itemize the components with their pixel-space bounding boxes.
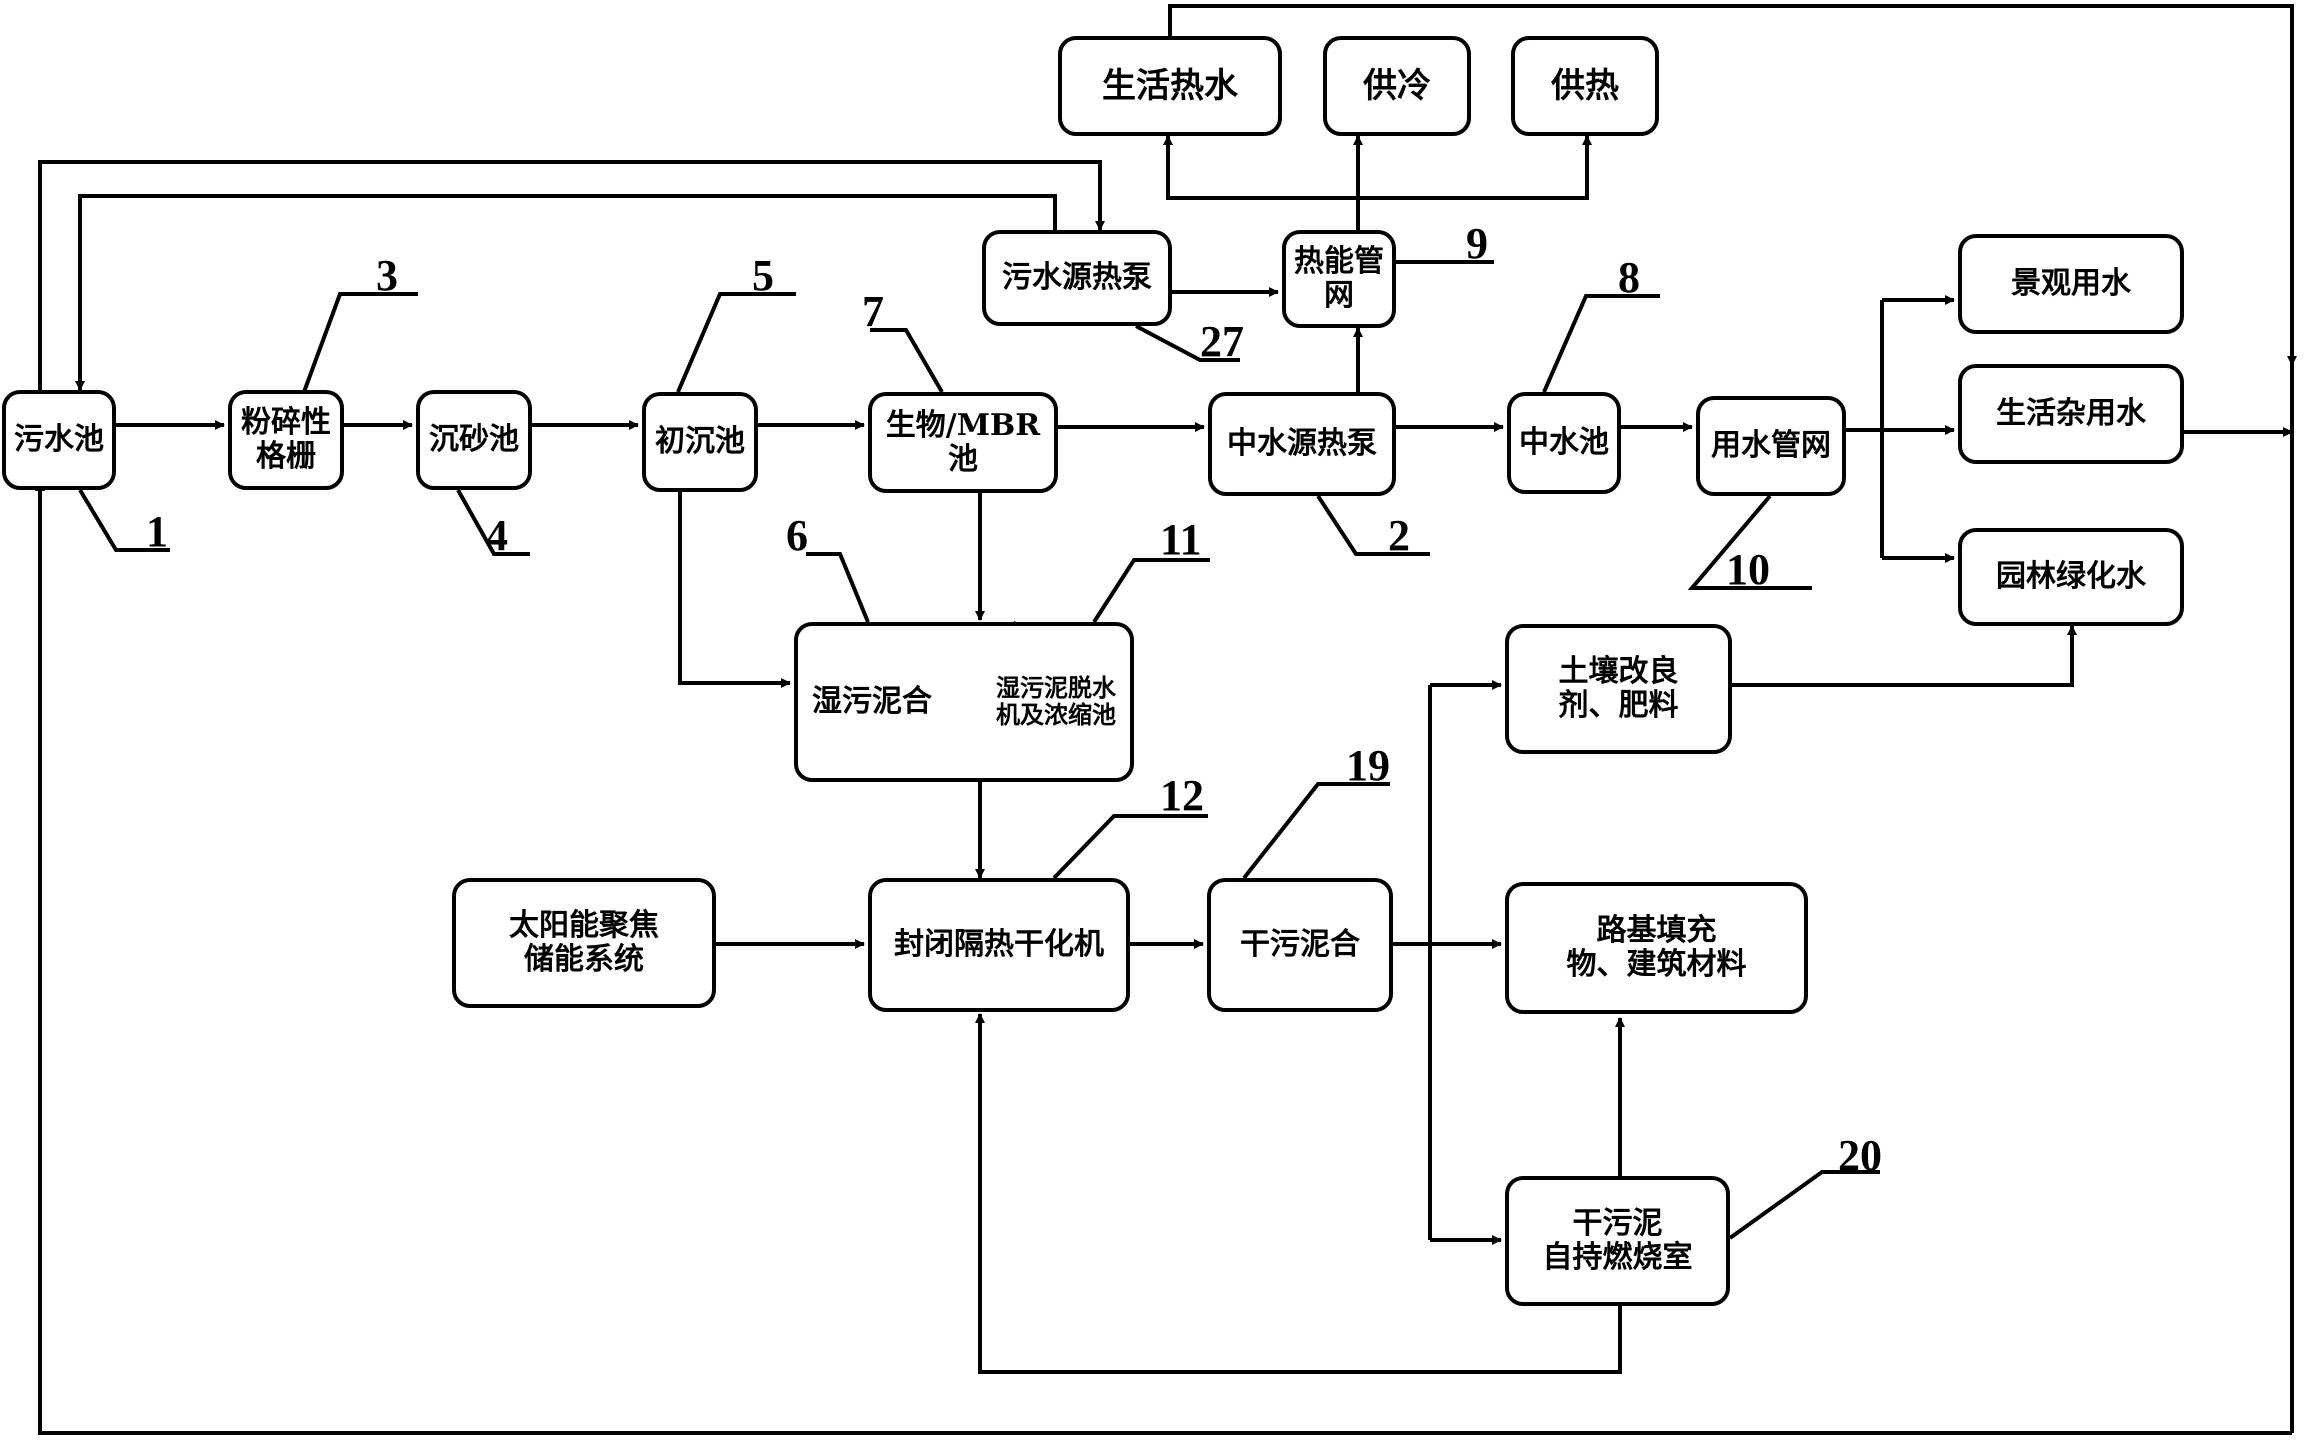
leader-6 [806,552,870,623]
leader-5 [676,292,796,393]
solar-storage-box: 太阳能聚焦 储能系统 [452,878,716,1008]
leader-12 [1052,814,1208,880]
garden-greening-water-box: 园林绿化水 [1958,528,2184,626]
leader-27 [1135,324,1240,362]
leader-11 [1092,558,1210,624]
ref-label-20: 20 [1838,1131,1882,1180]
arrow-loop-back-to-sewage-pool [75,194,1057,391]
arrow-incineration-to-dryer [975,1013,1622,1374]
ref-label-19: 19 [1346,741,1390,790]
grit-chamber-box: 沉砂池 [416,390,532,490]
line-heat-distribution [1166,136,1589,200]
ref-label-4: 4 [486,511,508,560]
ref-label-1: 1 [146,507,168,556]
heat-pipe-network-box: 热能管网 [1282,230,1396,328]
arrow-primary-to-sludge-mixing [678,492,791,688]
sewage-source-heat-pump-box: 污水源热泵 [982,230,1172,326]
heating-supply-box: 供热 [1511,36,1659,136]
ref-label-10: 10 [1726,545,1770,594]
sludge-mixing-box: 湿污泥合 湿污泥脱水 机及浓缩池 [794,622,1134,782]
ref-label-8: 8 [1618,253,1640,302]
sewage-pool-box: 污水池 [2,390,116,490]
arrow-bottom-return-to-sewage-pool [35,481,2292,1435]
leader-7 [870,328,944,394]
water-pipe-network-box: 用水管网 [1696,396,1846,496]
leader-10 [1687,494,1812,590]
domestic-hot-water-box: 生活热水 [1058,36,1282,136]
crushing-grille-box: 粉碎性 格栅 [228,390,344,490]
roadbed-materials-box: 路基填充 物、建筑材料 [1505,882,1808,1014]
sealed-dryer-box: 封闭隔热干化机 [868,878,1130,1012]
reclaimed-water-pool-box: 中水池 [1507,392,1621,494]
ref-label-6: 6 [786,511,808,560]
leader-20 [1728,1170,1880,1240]
ref-label-7: 7 [862,287,884,336]
incineration-room-box: 干污泥 自持燃烧室 [1505,1176,1730,1306]
leader-1 [78,488,170,552]
ref-label-9: 9 [1466,219,1488,268]
ref-label-11: 11 [1160,515,1202,564]
soil-improver-box: 土壤改良 剂、肥料 [1505,624,1732,754]
ref-label-12: 12 [1160,771,1204,820]
ref-label-3: 3 [376,251,398,300]
cooling-supply-box: 供冷 [1323,36,1471,136]
ref-label-2: 2 [1388,511,1410,560]
sludge-dewatering-label: 湿污泥脱水 机及浓缩池 [996,673,1116,729]
domestic-misc-water-box: 生活杂用水 [1958,364,2184,464]
sludge-mixing-label: 湿污泥合 [812,684,932,720]
ref-label-5: 5 [752,251,774,300]
ref-label-27: 27 [1200,317,1244,366]
leader-3 [302,292,418,393]
leader-2 [1316,494,1430,556]
leader-4 [456,489,530,556]
bio-mbr-tank-box: 生物/MBR池 [868,392,1058,493]
dry-sludge-mixing-box: 干污泥合 [1207,878,1393,1012]
leader-8 [1542,294,1660,393]
primary-settling-tank-box: 初沉池 [642,392,758,492]
arrow-loop-to-sewage-pump [38,160,1105,478]
reclaimed-water-heat-pump-box: 中水源热泵 [1208,392,1396,496]
landscape-water-box: 景观用水 [1958,234,2184,334]
arrow-soil-to-greening [1732,625,2077,687]
leader-19 [1242,782,1390,880]
